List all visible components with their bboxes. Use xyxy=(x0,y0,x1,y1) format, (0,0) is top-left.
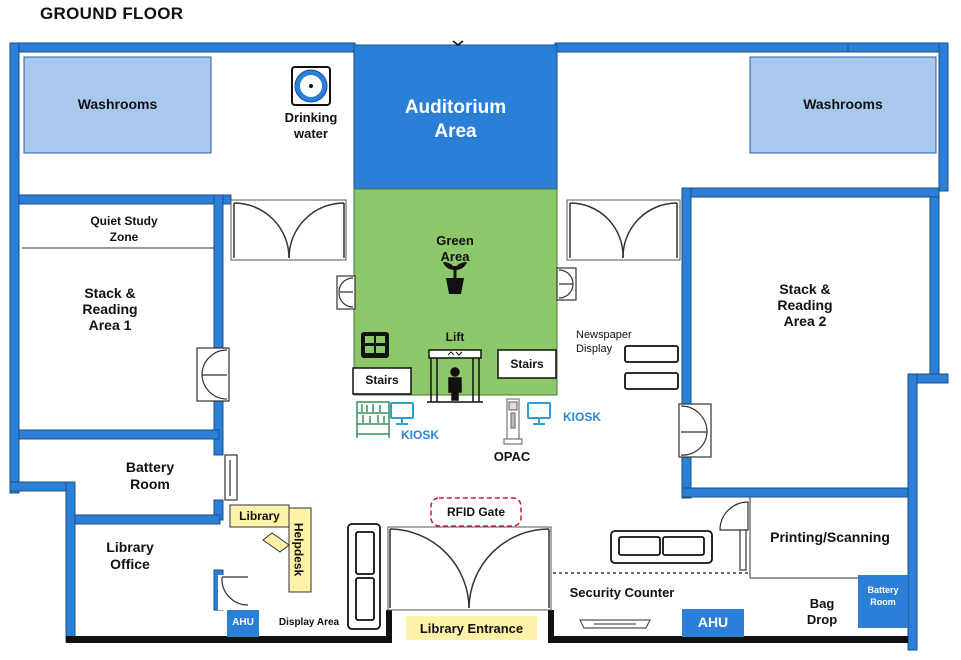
ahu-left-label: AHU xyxy=(232,617,254,628)
helpdesk-desk xyxy=(229,504,312,593)
door-icon xyxy=(719,501,749,571)
inner-walls xyxy=(18,187,940,611)
plant-icon xyxy=(443,262,467,294)
washroom-left xyxy=(23,56,212,154)
rfid-gate-box xyxy=(430,497,522,527)
sofa-icon xyxy=(347,523,381,630)
newspaper-rack xyxy=(624,372,679,390)
monitor-icon xyxy=(390,402,414,425)
stack-1-label: Stack & Reading Area 1 xyxy=(82,285,138,333)
door-icon xyxy=(230,199,347,261)
display-area-label: Display Area xyxy=(278,617,340,628)
washroom-left-label: Washrooms xyxy=(77,96,158,112)
outer-walls xyxy=(9,42,949,651)
security-counter-label: Security Counter xyxy=(569,585,675,600)
kiosk-right-label: KIOSK xyxy=(562,410,601,424)
washroom-right xyxy=(749,56,937,154)
door-icon xyxy=(196,347,230,402)
door-icon xyxy=(336,275,356,310)
lift-icon xyxy=(427,349,483,403)
rfid-gate-label: RFID Gate xyxy=(446,505,505,519)
page-title: GROUND FLOOR xyxy=(40,4,184,23)
stairs-right-label: Stairs xyxy=(510,357,544,371)
quiet-study-label: Quiet Study Zone xyxy=(90,214,158,244)
opac-terminal-icon xyxy=(503,398,523,445)
kiosk-left-label: KIOSK xyxy=(400,428,439,442)
drinking-water-icon xyxy=(291,66,331,106)
monitor-icon xyxy=(527,402,551,425)
entrance-door-icon xyxy=(387,526,552,611)
newspaper-rack xyxy=(624,345,679,363)
stairs-left-label: Stairs xyxy=(365,373,399,387)
door-icon xyxy=(678,403,712,458)
library-office-label: Library Office xyxy=(106,539,154,572)
stairs-right xyxy=(497,349,557,379)
opac-label: OPAC xyxy=(493,449,531,464)
auditorium-label: Auditorium Area xyxy=(404,97,507,142)
auditorium-area xyxy=(353,44,558,190)
green-area-label: Green Area xyxy=(436,233,474,264)
grid-icon xyxy=(361,332,389,358)
door-icon xyxy=(556,267,577,301)
ahu-right-box xyxy=(682,609,744,637)
library-entrance-label: Library Entrance xyxy=(419,621,524,636)
library-tag-label: Library xyxy=(239,509,280,523)
bag-drop-label: Bag Drop xyxy=(806,596,838,627)
ahu-right-label: AHU xyxy=(697,614,729,630)
door-icon xyxy=(224,454,238,501)
washroom-right-label: Washrooms xyxy=(803,96,883,112)
stairs-left xyxy=(352,367,412,395)
battery-room-label: Battery Room xyxy=(125,459,175,492)
stack-2-label: Stack & Reading Area 2 xyxy=(777,281,833,329)
library-entrance-box xyxy=(406,616,537,640)
sofa-icon xyxy=(610,530,713,564)
battery-room-small-label: Battery Room xyxy=(867,585,899,607)
bottom-walls xyxy=(66,610,908,643)
drinking-water-label: Drinking water xyxy=(284,110,338,141)
door-icon xyxy=(566,199,681,261)
bookshelf-icon xyxy=(356,401,390,438)
helpdesk-label: Helpdesk xyxy=(291,522,306,577)
lift-label: Lift xyxy=(445,330,465,344)
newspaper-label: Newspaper Display xyxy=(576,329,632,355)
printing-label: Printing/Scanning xyxy=(770,529,890,545)
door-icon xyxy=(218,575,249,610)
auditorium-notch xyxy=(452,40,464,46)
ahu-left-box xyxy=(227,610,259,637)
security-desk-icon xyxy=(579,619,651,629)
battery-room-small-box xyxy=(858,575,908,628)
